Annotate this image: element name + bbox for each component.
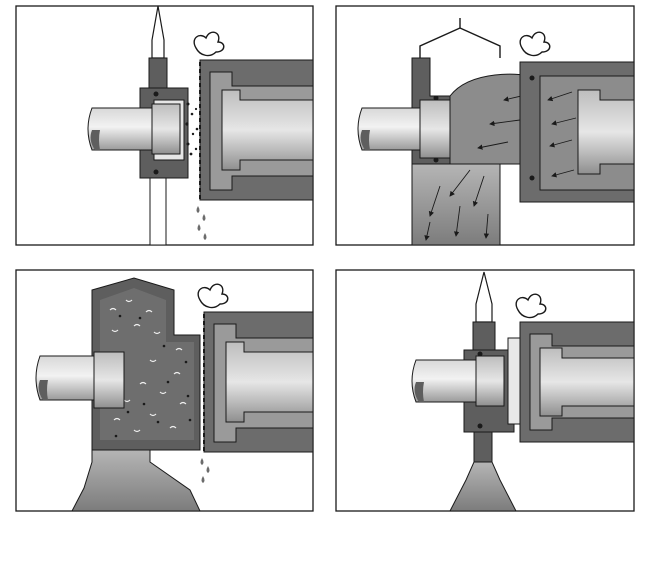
outlet-stem [474, 432, 492, 462]
piston [476, 356, 504, 406]
piston [94, 352, 124, 408]
bolt [478, 424, 483, 429]
panel-1 [16, 6, 313, 245]
panel-4 [336, 270, 634, 511]
piston [152, 104, 180, 154]
bolt [530, 176, 535, 181]
outlet-pipe [150, 170, 166, 245]
chamber-plunger [578, 90, 634, 174]
panel-2 [336, 6, 634, 245]
chamber-plunger [222, 90, 313, 170]
nozzle-stem [473, 322, 495, 350]
chamber-plunger [540, 348, 634, 416]
bolt [154, 170, 159, 175]
nozzle-stem [149, 58, 167, 88]
piston [420, 100, 450, 158]
bolt [478, 352, 483, 357]
panel-3 [16, 270, 313, 511]
bolt [154, 92, 159, 97]
bolt [530, 76, 535, 81]
bolt [434, 96, 439, 101]
chamber-plunger [226, 342, 313, 422]
bolt [434, 158, 439, 163]
